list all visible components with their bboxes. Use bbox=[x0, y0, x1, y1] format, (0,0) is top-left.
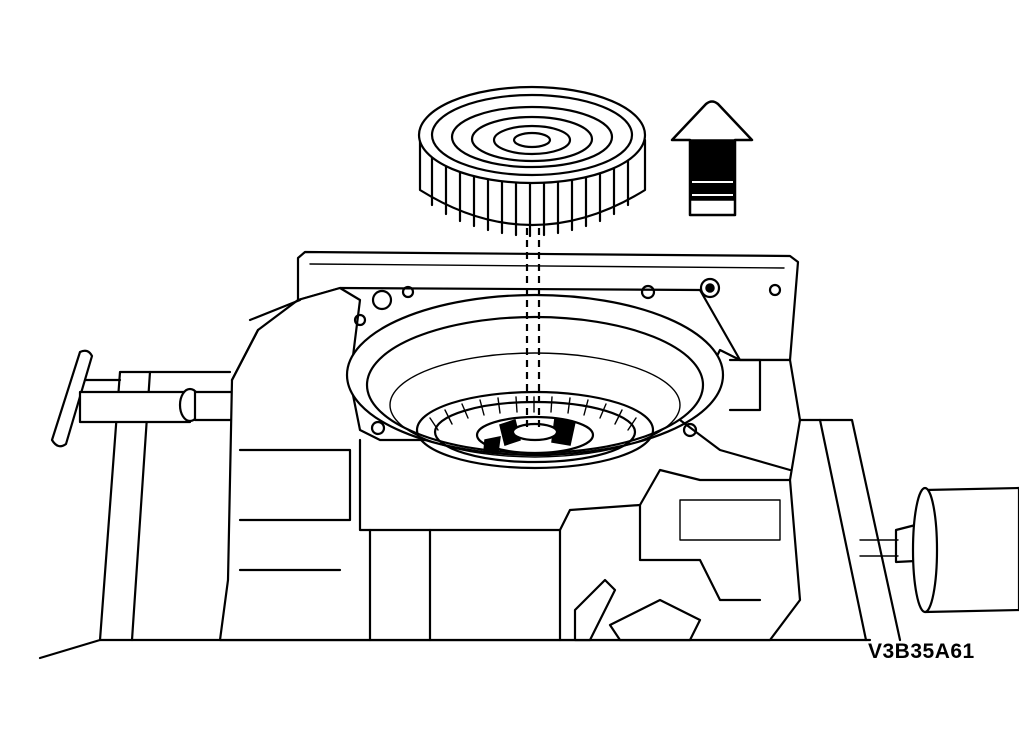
alignment-line bbox=[525, 228, 541, 430]
transmission-case bbox=[218, 250, 802, 642]
figure-reference-code: V3B35A61 bbox=[868, 640, 975, 663]
sun-gear-drum bbox=[417, 85, 647, 238]
internal-teeth bbox=[429, 396, 637, 431]
arrow-up-icon bbox=[670, 100, 754, 217]
drum-teeth bbox=[430, 153, 630, 238]
work-stand bbox=[38, 349, 1019, 660]
